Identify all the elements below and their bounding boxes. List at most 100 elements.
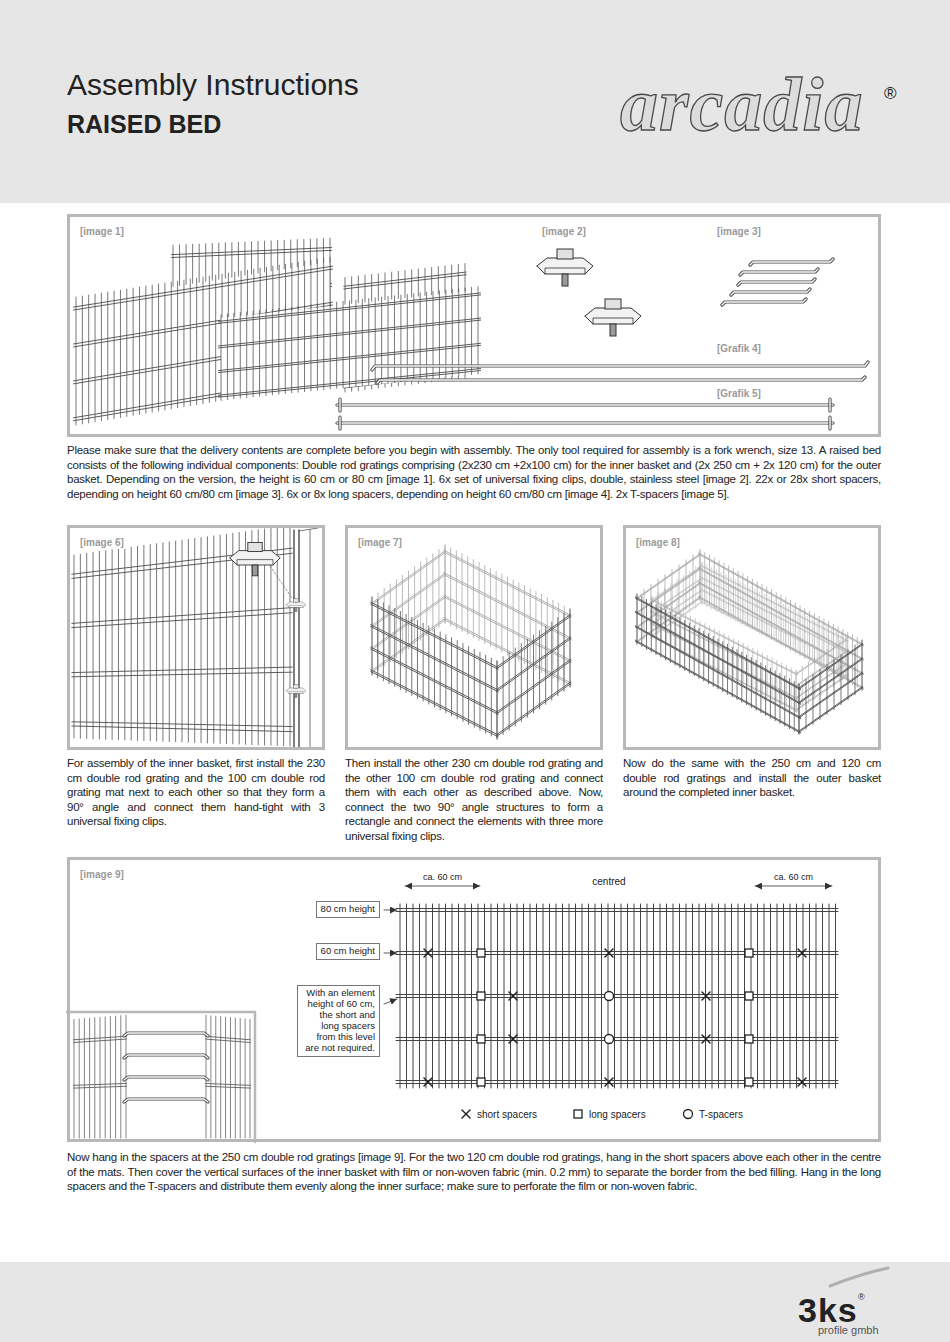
- grating-rod: [233, 313, 234, 398]
- grating-rod: [225, 1017, 226, 1138]
- t-spacer: [337, 404, 833, 405]
- grating-bar: [396, 1080, 838, 1081]
- grating-rod: [621, 904, 622, 1088]
- grating-rod: [139, 287, 140, 414]
- fixing-clip: [230, 543, 280, 576]
- grating-rod: [126, 289, 127, 416]
- short-spacer-mark: [509, 1035, 517, 1043]
- grating-rod: [653, 904, 654, 1088]
- grating-rod: [719, 631, 720, 673]
- grating-rod: [779, 673, 780, 723]
- grating-bar: [73, 269, 332, 310]
- clip-plate: [230, 551, 280, 565]
- grating-rod: [110, 1017, 111, 1138]
- grating-rod: [451, 638, 452, 716]
- grating-rod: [829, 904, 830, 1088]
- grating-rod: [417, 620, 418, 698]
- grating-rod: [445, 545, 446, 623]
- grating-rod: [317, 304, 318, 390]
- grating-rod: [396, 580, 397, 658]
- grating-rod: [728, 636, 729, 678]
- grating-bar: [72, 672, 292, 677]
- grating-rod: [259, 311, 260, 397]
- grating-bar: [798, 687, 862, 732]
- grating-rod: [570, 609, 571, 687]
- grating-rod: [646, 599, 647, 649]
- legend-symbol: [460, 1108, 472, 1120]
- grating-bar: [396, 1083, 838, 1084]
- grating-rod: [497, 661, 498, 739]
- grating-rod: [530, 904, 531, 1088]
- grating-bar: [371, 670, 499, 735]
- grating-rod: [530, 589, 531, 667]
- grating-rod: [465, 904, 466, 1088]
- grating-bar: [796, 676, 847, 711]
- grating-rod: [700, 550, 701, 600]
- short-spacer-mark: [798, 1078, 806, 1086]
- grating-rod: [806, 679, 807, 729]
- short-spacer-mark: [605, 1078, 613, 1086]
- grating-rod: [439, 904, 440, 1088]
- grating-rod: [517, 904, 518, 1088]
- long-spacer-mark: [745, 1035, 753, 1043]
- grating-bar: [496, 682, 570, 735]
- grating-rod: [661, 601, 662, 643]
- grating-rod: [524, 586, 525, 664]
- grating-rod: [457, 641, 458, 719]
- grating-rod: [445, 545, 446, 623]
- height-label: 80 cm height: [321, 904, 375, 915]
- grating-bar: [496, 661, 570, 714]
- grating-rod: [479, 652, 480, 730]
- grating-rod: [290, 526, 291, 746]
- short-spacer: [738, 279, 815, 285]
- detail-leader: [270, 566, 292, 598]
- grating-rod: [737, 650, 738, 700]
- grating-rod: [671, 606, 672, 648]
- grating-bar: [636, 569, 700, 614]
- grating-rod: [770, 904, 771, 1088]
- grating-rod: [743, 643, 744, 685]
- grating-rod: [406, 614, 407, 692]
- grating-rod: [527, 639, 528, 717]
- t-spacer: [337, 403, 833, 406]
- grating-bar: [218, 318, 480, 346]
- grating-rod: [450, 548, 451, 626]
- grating-rod: [725, 904, 726, 1088]
- clip-edge: [545, 268, 585, 274]
- registered-mark: ®: [858, 1292, 865, 1302]
- grating-rod: [445, 635, 446, 713]
- grating-rod: [145, 286, 146, 413]
- grating-rod: [745, 585, 746, 627]
- grating-rod: [693, 555, 694, 605]
- grating-rod: [563, 613, 564, 691]
- grating-rod: [86, 553, 87, 738]
- grating-rod: [372, 597, 373, 675]
- grating-bar: [72, 613, 292, 628]
- grating-rod: [708, 634, 709, 684]
- grating-rod: [414, 567, 415, 645]
- logo-swoosh: [830, 1268, 888, 1286]
- grating-rod: [704, 624, 705, 666]
- grating-rod: [694, 626, 695, 676]
- grating-bar: [635, 611, 800, 703]
- grating-rod: [757, 651, 758, 693]
- grating-rod: [468, 646, 469, 724]
- grating-rod: [491, 658, 492, 736]
- grating-rod: [101, 293, 102, 421]
- grating-rod: [679, 565, 680, 615]
- grating-rod: [731, 904, 732, 1088]
- grating-rod: [220, 1017, 221, 1138]
- clip-nut: [605, 299, 621, 309]
- grating-rod: [722, 642, 723, 692]
- grating-rod: [816, 904, 817, 1088]
- grating-rod: [164, 283, 165, 410]
- grating-rod: [712, 904, 713, 1088]
- grating-bar: [171, 250, 331, 257]
- grating-rod: [796, 904, 797, 1088]
- grating-rod: [728, 566, 729, 616]
- grating-rod: [809, 611, 810, 661]
- grating-rod: [557, 618, 558, 696]
- grating-rod: [828, 622, 829, 672]
- grating-bar: [701, 577, 848, 652]
- clip-nut: [557, 249, 573, 259]
